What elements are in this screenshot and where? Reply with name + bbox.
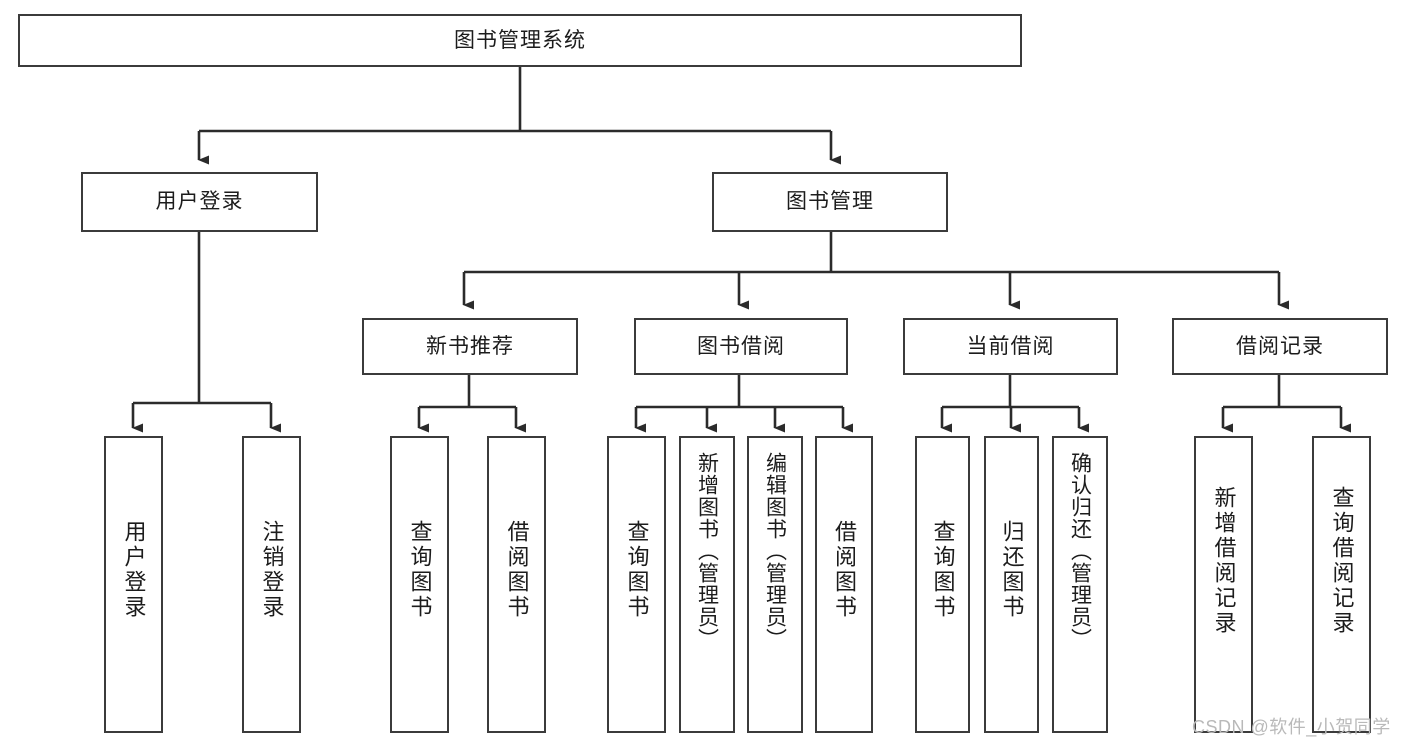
node-label: 当前借阅 — [966, 334, 1055, 358]
leaf-logout-login[interactable]: 注销登录 — [242, 436, 301, 733]
node-label: 查询图书 — [407, 520, 433, 620]
node-label: 注销登录 — [259, 520, 285, 620]
node-borrow-record[interactable]: 借阅记录 — [1172, 318, 1388, 375]
leaf-borrow-book-2[interactable]: 借阅图书 — [815, 436, 873, 733]
node-current-borrow[interactable]: 当前借阅 — [903, 318, 1118, 375]
node-label: 编辑图书（管理员） — [763, 452, 787, 650]
leaf-query-book-3[interactable]: 查询图书 — [915, 436, 970, 733]
node-book-management[interactable]: 图书管理 — [712, 172, 948, 232]
node-label: 查询借阅记录 — [1329, 486, 1355, 636]
node-book-borrow[interactable]: 图书借阅 — [634, 318, 848, 375]
leaf-query-borrow-record[interactable]: 查询借阅记录 — [1312, 436, 1371, 733]
node-label: 借阅图书 — [832, 520, 857, 620]
node-label: 借阅图书 — [504, 520, 530, 620]
node-book-management-system[interactable]: 图书管理系统 — [18, 14, 1022, 67]
leaf-return-book[interactable]: 归还图书 — [984, 436, 1039, 733]
leaf-user-login[interactable]: 用户登录 — [104, 436, 163, 733]
node-label: 新书推荐 — [426, 334, 514, 358]
leaf-add-book-admin[interactable]: 新增图书（管理员） — [679, 436, 735, 733]
node-label: 用户登录 — [121, 520, 147, 620]
leaf-edit-book-admin[interactable]: 编辑图书（管理员） — [747, 436, 803, 733]
node-label: 用户登录 — [155, 190, 244, 214]
leaf-confirm-return-admin[interactable]: 确认归还（管理员） — [1052, 436, 1108, 733]
leaf-borrow-book-1[interactable]: 借阅图书 — [487, 436, 546, 733]
node-label: 图书管理 — [786, 190, 874, 214]
node-label: 归还图书 — [999, 520, 1025, 620]
leaf-query-book-1[interactable]: 查询图书 — [390, 436, 449, 733]
node-label: 确认归还（管理员） — [1068, 452, 1092, 650]
node-label: 图书管理系统 — [454, 28, 586, 52]
node-label: 查询图书 — [930, 520, 956, 620]
node-label: 新增借阅记录 — [1211, 486, 1237, 636]
node-label: 图书借阅 — [697, 334, 785, 358]
node-user-login[interactable]: 用户登录 — [81, 172, 318, 232]
node-new-book-recommend[interactable]: 新书推荐 — [362, 318, 578, 375]
node-label: 新增图书（管理员） — [695, 452, 719, 650]
leaf-query-book-2[interactable]: 查询图书 — [607, 436, 666, 733]
node-label: 借阅记录 — [1236, 334, 1324, 358]
leaf-add-borrow-record[interactable]: 新增借阅记录 — [1194, 436, 1253, 733]
node-label: 查询图书 — [624, 520, 650, 620]
